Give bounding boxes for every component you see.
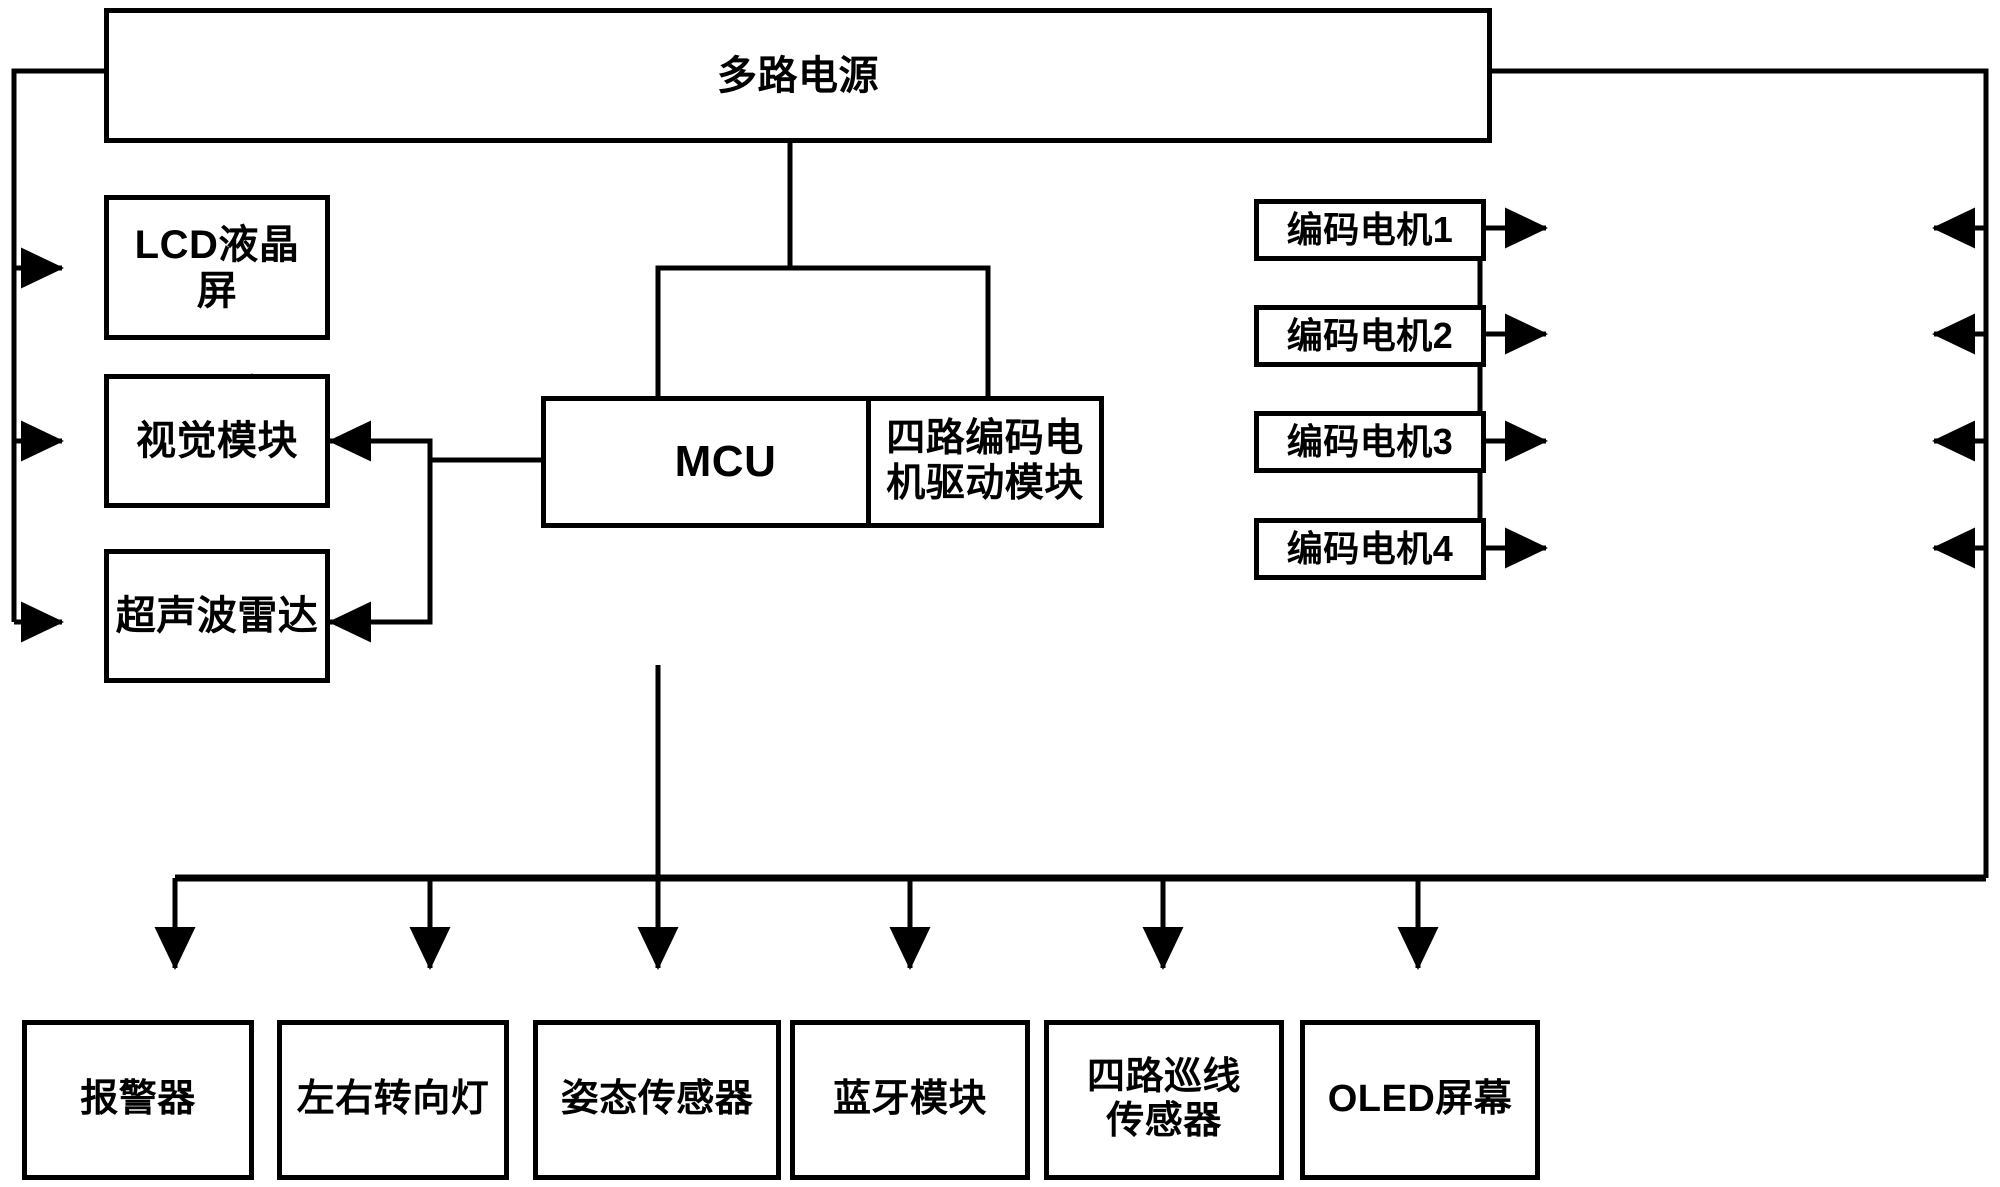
node-encoder-motor-3[interactable]: 编码电机3 [1254, 411, 1486, 473]
node-alarm-label: 报警器 [80, 1078, 196, 1121]
node-power-supply-label: 多路电源 [717, 53, 879, 98]
node-encoder-motor-4-label: 编码电机4 [1286, 528, 1454, 570]
node-motor-driver-module[interactable]: 四路编码电 机驱动模块 [866, 396, 1104, 528]
wire-mcu-to-ultrasonic [327, 460, 433, 643]
node-encoder-motor-4[interactable]: 编码电机4 [1254, 518, 1486, 580]
node-lcd-screen[interactable]: LCD液晶屏 [104, 195, 330, 340]
node-encoder-motor-2[interactable]: 编码电机2 [1254, 305, 1486, 367]
node-line-tracking-sensor[interactable]: 四路巡线 传感器 [1044, 1020, 1284, 1180]
node-ultrasonic-radar-label: 超声波雷达 [115, 594, 319, 638]
node-oled-screen[interactable]: OLED屏幕 [1300, 1020, 1540, 1180]
node-mcu[interactable]: MCU [541, 396, 910, 528]
node-turn-signal-lights[interactable]: 左右转向灯 [277, 1020, 509, 1180]
node-lcd-screen-label: LCD液晶屏 [134, 222, 300, 313]
wire-driver-to-motor-1 [1477, 207, 1549, 462]
node-vision-module-label: 视觉模块 [136, 419, 298, 463]
node-encoder-motor-1-label: 编码电机1 [1286, 209, 1454, 251]
node-attitude-sensor-label: 姿态传感器 [560, 1078, 754, 1121]
node-vision-module[interactable]: 视觉模块 [104, 374, 330, 508]
node-attitude-sensor[interactable]: 姿态传感器 [533, 1020, 781, 1180]
wire-power-right-rail [1492, 68, 1989, 878]
node-bluetooth-module[interactable]: 蓝牙模块 [790, 1020, 1030, 1180]
node-alarm[interactable]: 报警器 [22, 1020, 254, 1180]
node-line-tracking-sensor-label: 四路巡线 传感器 [1086, 1056, 1241, 1142]
node-oled-screen-label: OLED屏幕 [1327, 1078, 1513, 1121]
node-mcu-label: MCU [674, 436, 777, 486]
node-turn-signal-lights-label: 左右转向灯 [296, 1078, 490, 1121]
node-power-supply[interactable]: 多路电源 [104, 8, 1492, 143]
wire-driver-to-motor-4 [1477, 462, 1549, 569]
node-encoder-motor-1[interactable]: 编码电机1 [1254, 199, 1486, 261]
node-motor-driver-module-label: 四路编码电 机驱动模块 [886, 417, 1084, 505]
wire-mcu-to-vision [327, 420, 541, 463]
node-bluetooth-module-label: 蓝牙模块 [832, 1078, 987, 1121]
node-encoder-motor-2-label: 编码电机2 [1286, 315, 1454, 357]
node-ultrasonic-radar[interactable]: 超声波雷达 [104, 549, 330, 683]
wire-power-left-rail [11, 68, 104, 622]
node-encoder-motor-3-label: 编码电机3 [1286, 421, 1454, 463]
